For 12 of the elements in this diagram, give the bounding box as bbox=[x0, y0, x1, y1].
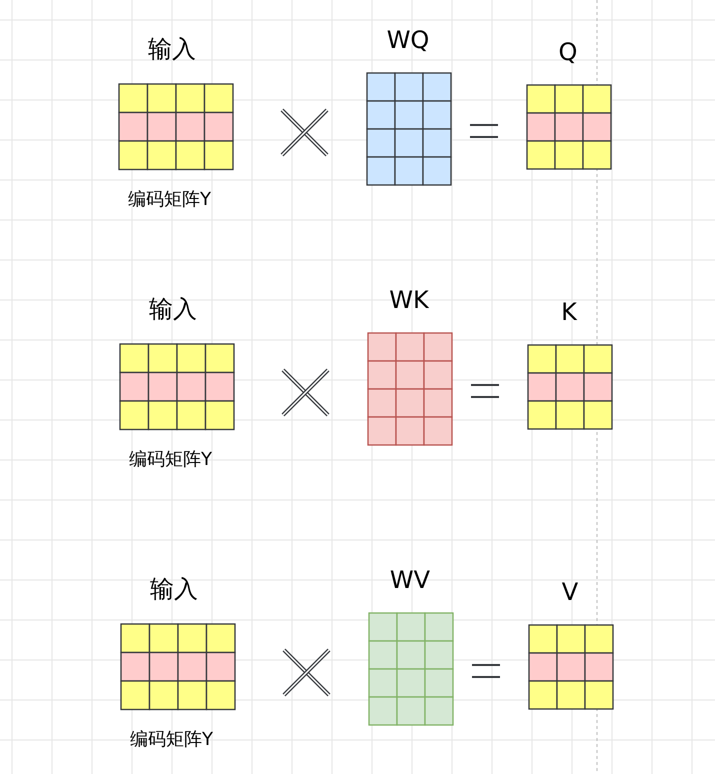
matrix-heading: 输入 bbox=[149, 294, 197, 325]
matrix-heading: V bbox=[560, 578, 580, 606]
matrix-caption: 编码矩阵Y bbox=[129, 448, 212, 470]
matrix-heading: 输入 bbox=[150, 574, 198, 605]
matrix-heading: 输入 bbox=[148, 34, 196, 65]
matrix-caption: 编码矩阵Y bbox=[128, 188, 211, 210]
matrix-heading: WV bbox=[388, 566, 432, 594]
matrix-heading: Q bbox=[558, 38, 578, 66]
matrix-heading: WK bbox=[388, 286, 430, 314]
matrix-heading: WQ bbox=[386, 26, 430, 54]
matrix-heading: K bbox=[560, 298, 578, 326]
matrix-caption: 编码矩阵Y bbox=[130, 728, 213, 750]
